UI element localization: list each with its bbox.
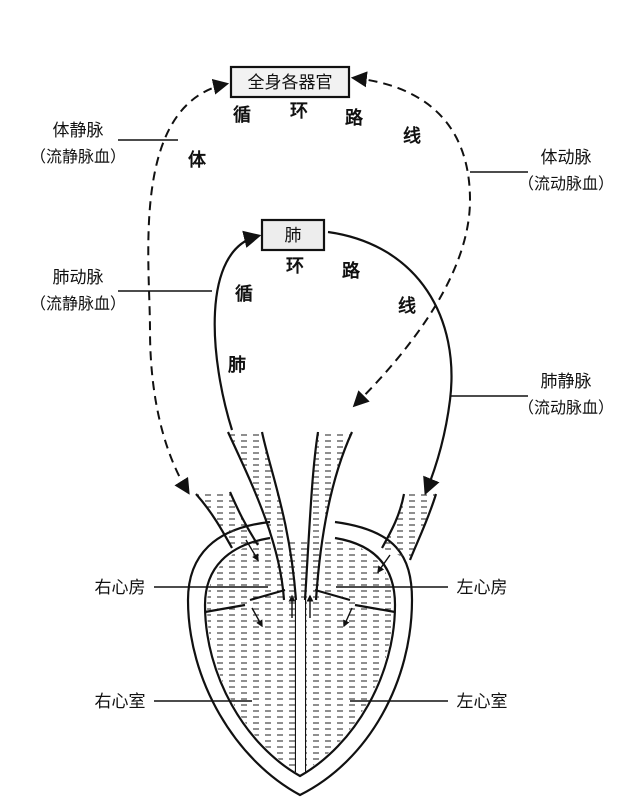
pulmonary-vein-note: （流动脉血） [518, 398, 614, 417]
pulmonary-char-2: 循 [235, 283, 253, 305]
aorta-name: 体动脉 [541, 148, 592, 168]
systemic-char-2: 循 [233, 104, 251, 126]
right-ventricle-label: 右心室 [95, 692, 252, 712]
systemic-char-1: 体 [188, 149, 207, 171]
heart-outer-wall [186, 520, 414, 797]
flow-arrow-lv [343, 607, 353, 628]
pulmonary-vein-name: 肺静脉 [541, 372, 592, 392]
lung-box: 肺 [260, 218, 326, 252]
systemic-char-5: 线 [403, 125, 421, 147]
pulmonary-vein-label: 肺静脉 （流动脉血） [450, 372, 614, 417]
pulmonary-vein-vessel [381, 493, 438, 561]
heart [186, 520, 414, 797]
pulmonary-artery-label: 肺动脉 （流静脉血） [30, 268, 212, 313]
pulmonary-artery-note: （流静脉血） [30, 294, 126, 313]
systemic-char-4: 路 [345, 107, 364, 129]
pulmonary-char-1: 肺 [228, 355, 246, 376]
lung-box-label: 肺 [285, 226, 302, 246]
systemic-char-3: 环 [290, 101, 308, 122]
systemic-route-text: 体 循 环 路 线 [188, 101, 421, 171]
right-atrium-text: 右心房 [95, 578, 146, 598]
vena-cava-name: 体静脉 [53, 121, 104, 141]
organs-box-label: 全身各器官 [248, 73, 333, 93]
vena-cava-note: （流静脉血） [30, 147, 126, 166]
flow-arrow-la [377, 554, 391, 574]
aorta-label: 体动脉 （流动脉血） [470, 148, 614, 193]
aorta-vessel [303, 431, 354, 601]
vena-cava-label: 体静脉 （流静脉血） [30, 121, 178, 166]
right-atrium-label: 右心房 [95, 578, 268, 598]
aorta-path [350, 71, 472, 408]
pulmonary-artery-name: 肺动脉 [53, 268, 104, 288]
pulmonary-artery-vessel [227, 431, 298, 601]
pulmonary-artery-path [213, 230, 262, 431]
pulmonary-vein-path [327, 230, 453, 496]
left-av-valve [314, 588, 396, 614]
vena-cava-path [147, 78, 230, 495]
flow-arrow-rv [251, 607, 263, 628]
left-atrium-label: 左心房 [336, 578, 508, 598]
aorta-note: （流动脉血） [518, 174, 614, 193]
pulmonary-char-3: 环 [286, 256, 304, 277]
left-ventricle-text: 左心室 [457, 692, 508, 712]
organs-box: 全身各器官 [229, 65, 351, 99]
right-av-valve [204, 588, 286, 614]
vena-cava-vessel [195, 491, 259, 549]
pulmonary-char-4: 路 [342, 260, 361, 282]
pulmonary-route-text: 肺 循 环 路 线 [228, 256, 416, 376]
right-ventricle-text: 右心室 [95, 692, 146, 712]
pulmonary-char-5: 线 [398, 295, 416, 317]
left-atrium-text: 左心房 [457, 578, 508, 598]
left-ventricle-label: 左心室 [350, 692, 508, 712]
